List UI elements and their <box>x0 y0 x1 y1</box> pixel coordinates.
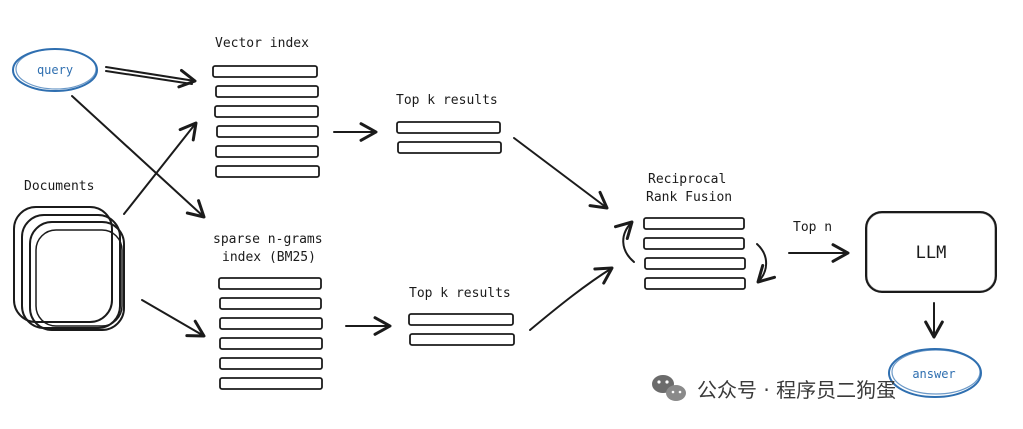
watermark-text: 公众号 · 程序员二狗蛋 <box>697 378 896 402</box>
vector-index-row <box>214 105 319 118</box>
arrow-topk-upper-to-rrf <box>513 137 609 210</box>
arrow-query-to-vector-index-2 <box>105 70 193 85</box>
top-k-row <box>409 333 515 346</box>
rerank-right-arrow <box>756 243 776 284</box>
vector-index-rows <box>212 65 320 178</box>
top-n-label: Top n <box>793 220 832 235</box>
sparse-index-row <box>219 297 322 310</box>
rrf-row <box>644 277 746 290</box>
arrow-query-to-vector-index <box>105 66 197 89</box>
arrow-query-to-sparse-index <box>71 95 206 219</box>
flow-arrows <box>71 66 944 339</box>
rerank-left-arrow <box>614 220 635 263</box>
rrf-row <box>643 217 745 230</box>
rrf-label-line1: Reciprocal <box>648 172 726 187</box>
arrow-documents-to-vector-index <box>123 121 198 215</box>
wechat-icon <box>652 375 686 401</box>
rrf-rows <box>643 217 746 290</box>
top-k-row <box>408 313 514 326</box>
sparse-index-label-line1: sparse n-grams <box>213 232 323 247</box>
llm-label: LLM <box>916 243 947 263</box>
arrow-topk-lower-to-rrf <box>529 266 614 331</box>
sparse-index-rows <box>218 277 323 390</box>
rrf-row <box>644 257 746 270</box>
top-k-row <box>397 141 502 154</box>
vector-index-label: Vector index <box>215 36 309 51</box>
top-k-row <box>396 121 501 134</box>
documents-label: Documents <box>24 179 94 194</box>
sparse-index-row <box>219 377 323 390</box>
sparse-index-row <box>219 357 323 370</box>
sparse-index-row <box>218 277 322 290</box>
vector-index-row <box>215 165 320 178</box>
top-k-upper-label: Top k results <box>396 93 498 108</box>
rrf-label-line2: Rank Fusion <box>646 190 732 205</box>
vector-index-row <box>212 65 318 78</box>
top-k-lower-rows <box>408 313 515 346</box>
top-k-lower-label: Top k results <box>409 286 511 301</box>
vector-index-row <box>215 85 319 98</box>
vector-index-row <box>216 125 319 138</box>
sparse-index-row <box>219 317 323 330</box>
documents-stack-icon <box>13 206 125 331</box>
top-k-upper-rows <box>396 121 502 154</box>
rrf-row <box>643 237 745 250</box>
llm-node: LLM <box>865 211 997 293</box>
query-node: query <box>12 48 98 92</box>
query-label: query <box>37 63 73 77</box>
watermark: 公众号 · 程序员二狗蛋 <box>652 375 896 402</box>
arrow-documents-to-sparse-index <box>141 299 206 338</box>
answer-node: answer <box>888 348 982 398</box>
answer-label: answer <box>912 367 955 381</box>
sparse-index-label-line2: index (BM25) <box>222 250 316 265</box>
sparse-index-row <box>219 337 323 350</box>
vector-index-row <box>215 145 319 158</box>
